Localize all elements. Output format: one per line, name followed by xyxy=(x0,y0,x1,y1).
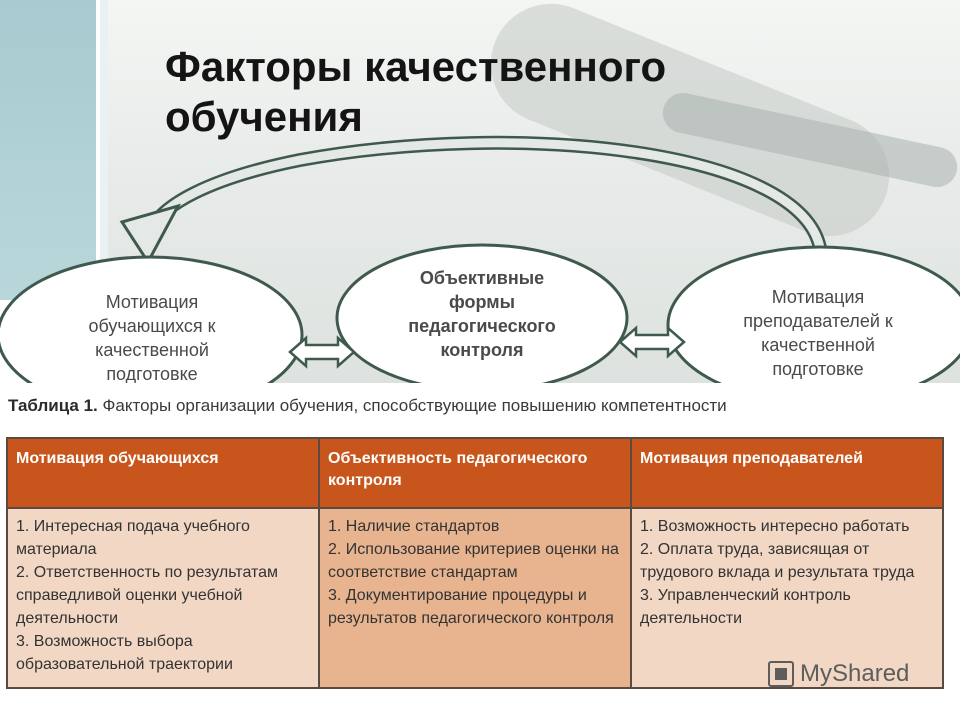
node-right-label: Мотивация преподавателей к качественной … xyxy=(743,287,893,379)
column-header: Мотивация обучающихся xyxy=(6,437,320,509)
factors-diagram xyxy=(0,135,960,385)
table-caption-label: Таблица 1. xyxy=(8,396,98,415)
double-arrow-right xyxy=(618,325,686,359)
list-item: 3. Управленческий контроль деятельности xyxy=(640,587,851,627)
node-left-label: Мотивация обучающихся к качественной под… xyxy=(88,292,216,384)
list-item: 1. Наличие стандартов xyxy=(328,518,500,535)
table-caption-text: Факторы организации обучения, способству… xyxy=(102,396,727,415)
accent-divider xyxy=(100,0,108,385)
left-accent-bar xyxy=(0,0,96,300)
node-left-shape xyxy=(0,255,304,385)
column-header: Объективность педагогического контроля xyxy=(318,437,632,509)
list-item: 2. Ответственность по результатам справе… xyxy=(16,564,279,627)
watermark-text: MyShared xyxy=(800,660,910,687)
table-cell: 1. Возможность интересно работать 2. Опл… xyxy=(630,507,944,689)
presentation-board-icon xyxy=(768,661,794,687)
node-center-label: Объективные формы педагогического контро… xyxy=(408,268,556,360)
table-cell: 1. Наличие стандартов 2. Использование к… xyxy=(318,507,632,689)
table-caption: Таблица 1. Факторы организации обучения,… xyxy=(8,396,727,416)
list-item: 2. Использование критериев оценки на соо… xyxy=(328,541,619,581)
factors-table: Мотивация обучающихся Объективность педа… xyxy=(6,437,944,689)
feedback-arc-inner xyxy=(145,138,825,253)
column-header: Мотивация преподавателей xyxy=(630,437,944,509)
feedback-arrowhead xyxy=(119,203,181,265)
list-item: 1. Возможность интересно работать xyxy=(640,518,910,535)
double-arrow-left xyxy=(288,335,356,369)
node-center-shape xyxy=(335,243,629,385)
node-right-shape xyxy=(666,245,960,385)
feedback-arc xyxy=(143,135,827,255)
watermark: MyShared xyxy=(768,660,909,688)
list-item: 1. Интересная подача учебного материала xyxy=(16,518,250,558)
list-item: 3. Документирование процедуры и результа… xyxy=(328,587,614,627)
table-cell: 1. Интересная подача учебного материала … xyxy=(6,507,320,689)
list-item: 2. Оплата труда, зависящая от трудового … xyxy=(640,541,915,581)
table-row: 1. Интересная подача учебного материала … xyxy=(6,507,944,689)
slide-title: Факторы качественного обучения xyxy=(165,43,667,140)
list-item: 3. Возможность выбора образовательной тр… xyxy=(16,633,233,673)
table-header-row: Мотивация обучающихся Объективность педа… xyxy=(6,437,944,509)
